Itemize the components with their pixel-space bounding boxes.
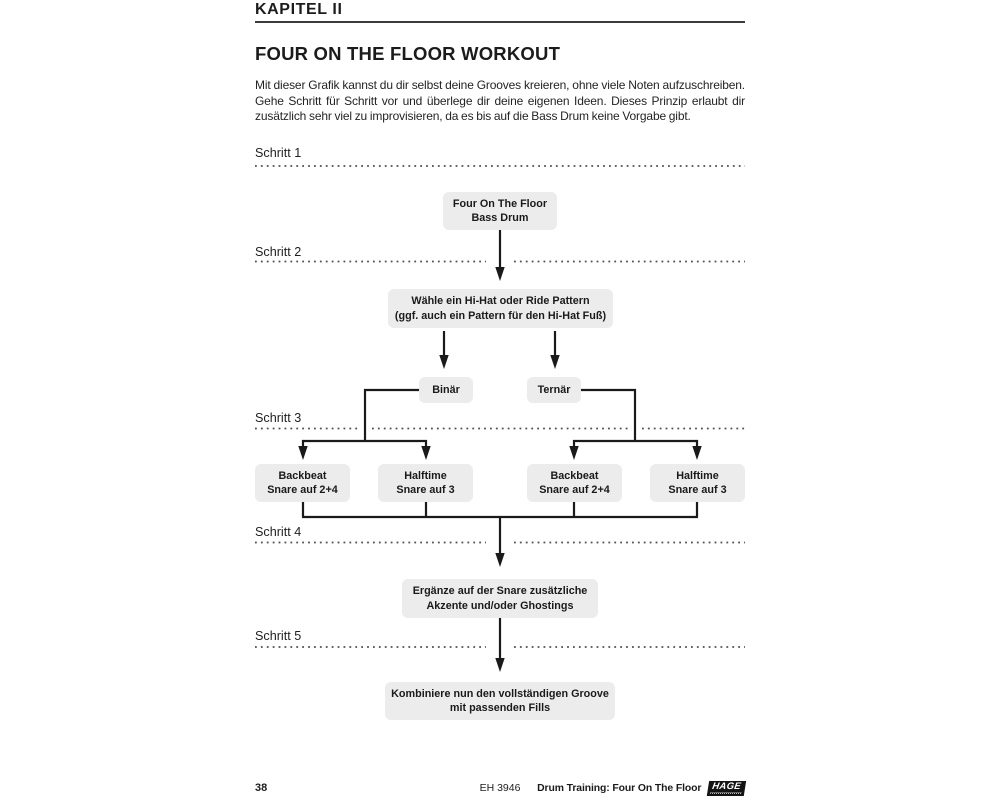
flow-box-ternar: Ternär bbox=[527, 377, 581, 403]
page-title: FOUR ON THE FLOOR WORKOUT bbox=[255, 43, 561, 64]
flow-box-halftime-ternar: Halftime Snare auf 3 bbox=[650, 464, 745, 502]
publisher-logo: HAGE bbox=[707, 780, 747, 796]
flow-box-kombiniere-fills: Kombiniere nun den vollständigen Groove … bbox=[385, 682, 615, 720]
flow-box-binar: Binär bbox=[419, 377, 473, 403]
book-title: Drum Training: Four On The Floor bbox=[537, 782, 702, 794]
flow-box-backbeat-ternar: Backbeat Snare auf 2+4 bbox=[527, 464, 622, 502]
chapter-heading: KAPITEL II bbox=[255, 1, 343, 18]
step-label-5: Schritt 5 bbox=[255, 629, 302, 643]
publisher-logo-subline bbox=[710, 792, 742, 794]
flow-box-backbeat-binar: Backbeat Snare auf 2+4 bbox=[255, 464, 350, 502]
footer-right-group: Drum Training: Four On The Floor HAGE bbox=[537, 780, 747, 796]
intro-paragraph: Mit dieser Grafik kannst du dir selbst d… bbox=[255, 78, 745, 124]
flow-box-ergaenze-snare: Ergänze auf der Snare zusätzliche Akzent… bbox=[402, 579, 598, 618]
step-label-3: Schritt 3 bbox=[255, 411, 302, 425]
page-footer: 38 EH 3946 Drum Training: Four On The Fl… bbox=[255, 779, 747, 797]
flow-box-hihat-ride-pattern: Wähle ein Hi-Hat oder Ride Pattern (ggf.… bbox=[388, 289, 613, 328]
step-label-2: Schritt 2 bbox=[255, 245, 302, 259]
flow-box-halftime-binar: Halftime Snare auf 3 bbox=[378, 464, 473, 502]
step-label-1: Schritt 1 bbox=[255, 146, 302, 160]
page-number: 38 bbox=[255, 782, 268, 794]
dotted-dividers bbox=[255, 165, 745, 648]
catalog-number: EH 3946 bbox=[479, 782, 521, 794]
flow-box-bass-drum: Four On The Floor Bass Drum bbox=[443, 192, 557, 230]
step-label-4: Schritt 4 bbox=[255, 525, 302, 539]
publisher-logo-text: HAGE bbox=[711, 780, 743, 792]
chapter-rule bbox=[255, 21, 745, 23]
